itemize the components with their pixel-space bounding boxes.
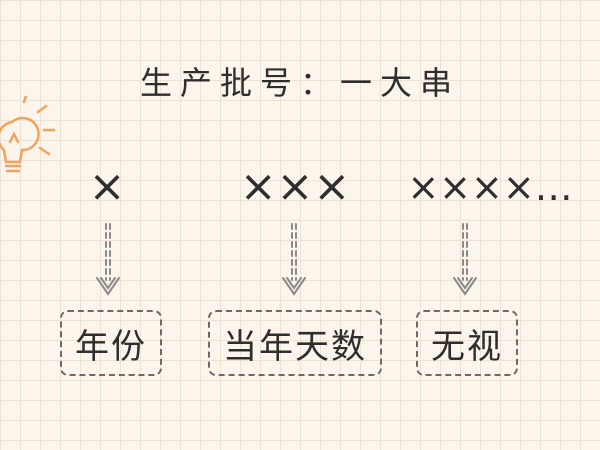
code-segment-rest: ××××… <box>407 165 573 209</box>
down-arrow-icon <box>96 223 120 296</box>
lightbulb-icon <box>0 96 56 173</box>
diagram-title: 生产批号：一大串 <box>139 64 460 102</box>
label-box-year: 年份 <box>60 310 162 376</box>
code-segment-year: × <box>88 161 126 212</box>
code-segment-day: ××× <box>239 161 351 212</box>
label-box-ignore: 无视 <box>416 310 518 376</box>
label-box-day-of-year: 当年天数 <box>208 310 382 376</box>
down-arrow-icon <box>453 223 477 296</box>
down-arrow-icon <box>282 223 306 296</box>
